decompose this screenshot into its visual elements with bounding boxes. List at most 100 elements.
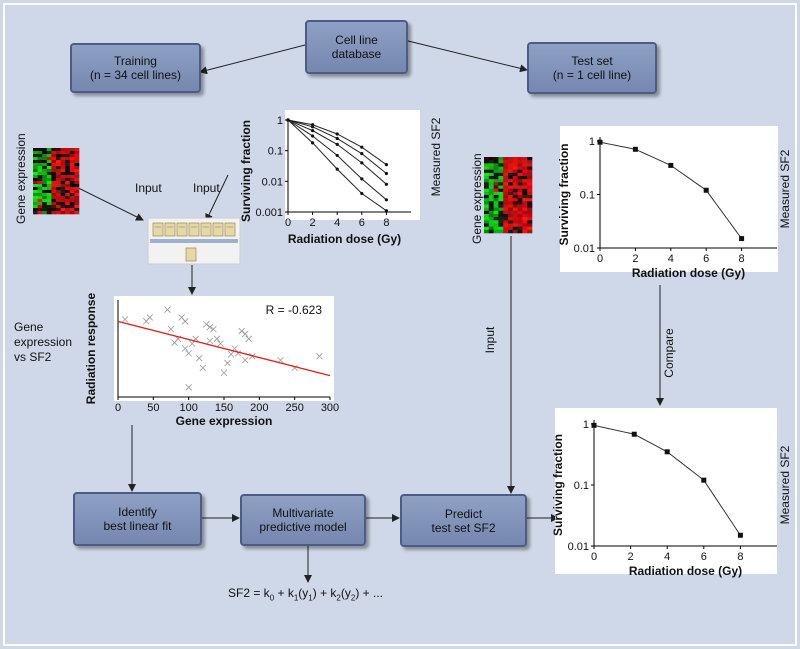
heatmap-cell xyxy=(508,207,514,212)
heatmap-cell xyxy=(33,211,38,215)
heatmap-cell xyxy=(488,201,494,205)
survival-point xyxy=(360,145,364,149)
gene-expression-heatmap-left xyxy=(33,148,80,215)
heatmap-cell xyxy=(517,182,523,186)
x-tick-label: 0 xyxy=(285,217,291,229)
heatmap-cell xyxy=(503,172,509,177)
heatmap-cell xyxy=(42,196,48,200)
heatmap-cell xyxy=(503,207,509,212)
survival-point xyxy=(335,167,339,171)
predict-line1: Predict xyxy=(444,506,483,521)
heatmap-cell xyxy=(51,181,57,185)
heatmap-cell xyxy=(51,175,57,179)
heatmap-cell xyxy=(522,201,528,205)
heatmap-cell xyxy=(65,184,71,188)
scatter-point xyxy=(195,354,203,362)
heatmap-cell xyxy=(517,229,523,234)
heatmap-cell xyxy=(42,205,48,209)
heatmap-cell xyxy=(498,179,504,183)
x-tick-label: 4 xyxy=(334,217,340,229)
heatmap-cell xyxy=(51,163,57,167)
heatmap-cell xyxy=(488,185,494,189)
heatmap-cell xyxy=(527,214,533,218)
heatmap-cell xyxy=(42,175,48,179)
heatmap-cell xyxy=(60,160,66,164)
heatmap-cell xyxy=(69,205,75,209)
x-tick-label: 6 xyxy=(703,253,709,265)
heatmap-cell xyxy=(522,188,528,193)
flow-arrow xyxy=(199,44,306,75)
survival-point xyxy=(384,209,388,213)
heatmap-cell xyxy=(488,195,494,199)
y-tick-label: 0.01 xyxy=(574,243,595,255)
heatmap-cell xyxy=(488,210,494,215)
scatter-point xyxy=(206,323,214,331)
scatter-mark xyxy=(199,364,207,372)
training-line2: (n = 34 cell lines) xyxy=(89,68,182,82)
survival-point xyxy=(631,431,637,437)
scatter-mark xyxy=(185,350,192,357)
heatmap-cell xyxy=(498,204,504,208)
heatmap-cell xyxy=(37,163,43,167)
heatmap-cell xyxy=(74,184,80,188)
heatmap-cell xyxy=(527,207,533,212)
heatmap-cell xyxy=(498,217,504,221)
heatmap-cell xyxy=(522,185,528,189)
formula-part: (y xyxy=(298,586,309,600)
heatmap-cell xyxy=(508,179,514,183)
heatmap-cell xyxy=(42,193,48,197)
formula-sub: 2 xyxy=(350,593,356,603)
heatmap-cell xyxy=(42,160,48,164)
heatmap-cell xyxy=(33,151,38,155)
heatmap-cell xyxy=(517,179,523,183)
heatmap-cell xyxy=(37,151,43,155)
heatmap-cell xyxy=(484,188,490,193)
heatmap-cell xyxy=(508,191,514,196)
heatmap-cell xyxy=(37,169,43,173)
scatter-mark xyxy=(185,384,192,391)
survival-point xyxy=(703,187,709,193)
heatmap-cell xyxy=(503,160,509,164)
heatmap-cell xyxy=(488,229,494,234)
scatter-point xyxy=(181,318,189,325)
heatmap-cell xyxy=(522,172,528,177)
heatmap-cell xyxy=(69,187,75,191)
heatmap-cell xyxy=(508,172,514,177)
heatmap-cell xyxy=(522,210,528,215)
heatmap-cell xyxy=(484,210,490,215)
y-tick-label: 0.01 xyxy=(262,176,283,188)
scatter-mark xyxy=(217,340,224,347)
heatmap-cell xyxy=(493,185,499,189)
heatmap-cell xyxy=(512,223,518,227)
heatmap-cell xyxy=(37,181,43,185)
x-tick-label: 6 xyxy=(701,551,707,563)
heatmap-cell xyxy=(517,160,523,164)
heatmap-cell xyxy=(512,220,518,224)
correlation-annotation: R = -0.623 xyxy=(266,303,323,317)
heatmap-cell xyxy=(60,151,66,155)
x-tick-label: 2 xyxy=(628,551,634,563)
survival-point xyxy=(335,132,339,136)
heatmap-cell xyxy=(37,175,43,179)
x-tick-label: 300 xyxy=(321,402,339,414)
heatmap-cell xyxy=(493,169,499,174)
heatmap-cell xyxy=(42,202,48,206)
heatmap-cell xyxy=(522,166,528,170)
heatmap-cell xyxy=(37,199,43,203)
scatter-point xyxy=(241,356,249,364)
x-tick-label: 4 xyxy=(668,253,674,265)
heatmap-cell xyxy=(527,160,533,164)
heatmap-cell xyxy=(517,210,523,215)
heatmap-cell xyxy=(488,172,494,177)
heatmap-cell xyxy=(517,204,523,208)
heatmap-cell xyxy=(37,190,43,194)
scatter-point xyxy=(199,364,207,372)
heatmap-cell xyxy=(42,166,48,170)
x-tick-label: 0 xyxy=(115,402,121,414)
heatmap-cell xyxy=(517,195,523,199)
heatmap-cell xyxy=(33,169,38,173)
heatmap-cell xyxy=(56,148,61,152)
heatmap-cell xyxy=(51,205,57,209)
heatmap-cell xyxy=(484,226,490,231)
